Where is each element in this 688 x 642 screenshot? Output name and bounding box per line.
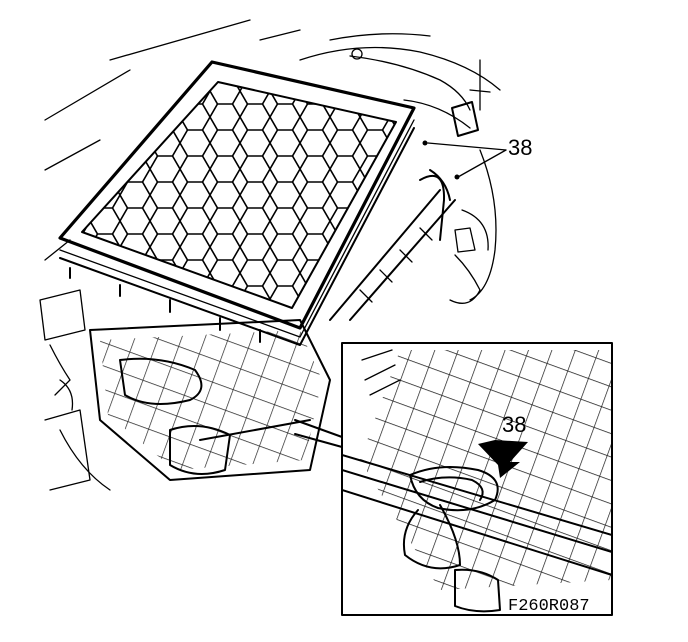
mass-air-flow-sensor [329,101,479,321]
insertion-arrow-icon [478,440,528,478]
callout-38-label: 38 [508,135,532,160]
filter-housing [59,319,331,491]
detail-inset: 38 F260R087 [341,342,613,616]
inset-leader [294,419,343,448]
engine-bay-background [39,19,501,491]
callout-38: 38 [427,135,532,178]
air-filter-element [58,60,416,346]
inset-callout-38-label: 38 [502,412,526,437]
figure-code: F260R087 [508,597,590,616]
